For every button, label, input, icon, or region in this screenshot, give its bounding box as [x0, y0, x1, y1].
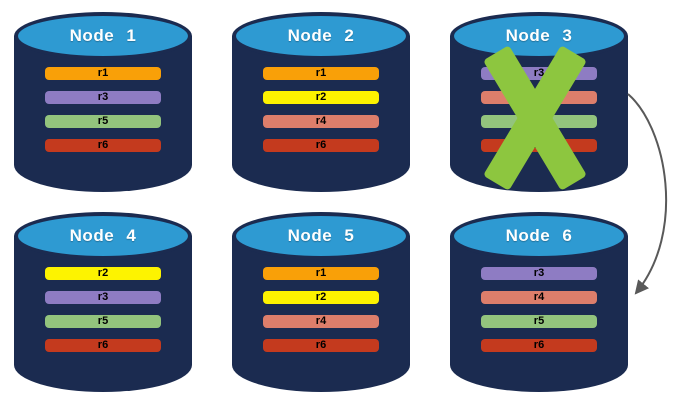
replica-label: r1: [315, 267, 327, 279]
node-6-cylinder-top: Node 6: [450, 212, 628, 260]
replica-bar-r1: r1: [45, 67, 161, 80]
node-4-cylinder-top: Node 4: [14, 212, 192, 260]
node-4-cylinder-body: [14, 236, 192, 392]
replica-bar-r5: r5: [481, 315, 597, 328]
replica-label: r3: [97, 91, 109, 103]
replica-label: r4: [315, 315, 327, 327]
replica-label: r4: [315, 115, 327, 127]
replica-bar-r5: r5: [45, 315, 161, 328]
node-2-cylinder-top: Node 2: [232, 12, 410, 60]
node-1-replica-list: r1 r3 r5 r6: [45, 67, 161, 152]
node-5: Node 5 r1 r2 r4 r6: [232, 212, 410, 392]
replica-label: r1: [315, 67, 327, 79]
node-4: Node 4 r2 r3 r5 r6: [14, 212, 192, 392]
node-3: Node 3 r3 r4 r5 r6: [450, 12, 628, 192]
replica-label: r5: [533, 315, 545, 327]
replica-label: r5: [97, 115, 109, 127]
node-3-cylinder-top: Node 3: [450, 12, 628, 60]
replica-bar-r6: r6: [263, 139, 379, 152]
replica-label: r2: [315, 291, 327, 303]
node-1-title: Node 1: [69, 26, 137, 45]
node-4-title: Node 4: [69, 226, 137, 245]
replica-bar-r1: r1: [263, 267, 379, 280]
replica-bar-r3: r3: [45, 91, 161, 104]
replica-bar-r6: r6: [45, 339, 161, 352]
node-5-title: Node 5: [287, 226, 355, 245]
node-2-cylinder-body: [232, 36, 410, 192]
replica-bar-r2: r2: [263, 91, 379, 104]
node-5-replica-list: r1 r2 r4 r6: [263, 267, 379, 352]
replica-bar-r6: r6: [45, 139, 161, 152]
replica-label: r6: [315, 139, 327, 151]
replica-bar-r6: r6: [263, 339, 379, 352]
replica-label: r2: [315, 91, 327, 103]
node-6-cylinder-body: [450, 236, 628, 392]
node-1-cylinder-body: [14, 36, 192, 192]
replica-label: r6: [97, 339, 109, 351]
replica-label: r3: [533, 267, 545, 279]
node-1-cylinder-top: Node 1: [14, 12, 192, 60]
node-1: Node 1 r1 r3 r5 r6: [14, 12, 192, 192]
replica-bar-r2: r2: [45, 267, 161, 280]
node-6: Node 6 r3 r4 r5 r6: [450, 212, 628, 392]
replica-bar-r2: r2: [263, 291, 379, 304]
node-6-replica-list: r3 r4 r5 r6: [481, 267, 597, 352]
node-4-replica-list: r2 r3 r5 r6: [45, 267, 161, 352]
replica-bar-r4: r4: [481, 291, 597, 304]
replica-bar-r5: r5: [45, 115, 161, 128]
replica-bar-r3: r3: [481, 267, 597, 280]
node-2: Node 2 r1 r2 r4 r6: [232, 12, 410, 192]
replica-label: r1: [97, 67, 109, 79]
replica-label: r2: [97, 267, 109, 279]
replica-bar-r4: r4: [263, 115, 379, 128]
replica-label: r6: [533, 339, 545, 351]
node-2-title: Node 2: [287, 26, 355, 45]
replica-bar-r6: r6: [481, 339, 597, 352]
node-6-title: Node 6: [505, 226, 573, 245]
replica-label: r6: [97, 139, 109, 151]
node-5-cylinder-top: Node 5: [232, 212, 410, 260]
node-3-title: Node 3: [505, 26, 573, 45]
replica-bar-r1: r1: [263, 67, 379, 80]
replica-label: r6: [315, 339, 327, 351]
replica-label: r3: [97, 291, 109, 303]
replica-label: r4: [533, 291, 545, 303]
replica-label: r3: [533, 67, 545, 79]
replica-bar-r3: r3: [45, 291, 161, 304]
replica-bar-r4: r4: [263, 315, 379, 328]
node-2-replica-list: r1 r2 r4 r6: [263, 67, 379, 152]
replica-label: r5: [97, 315, 109, 327]
node-5-cylinder-body: [232, 236, 410, 392]
failure-x-mark: [482, 44, 588, 191]
